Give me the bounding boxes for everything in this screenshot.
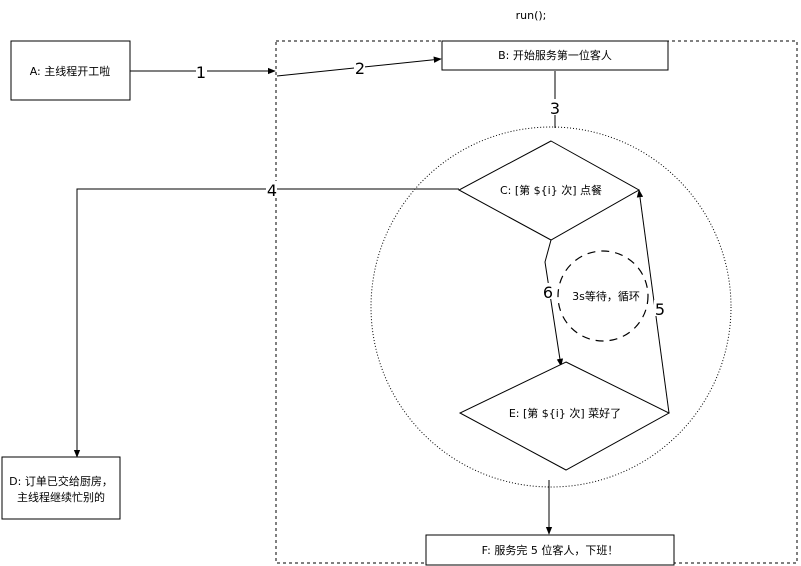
node-e bbox=[458, 361, 671, 471]
node-c-label: C: [第 ${i} 次] 点餐 bbox=[500, 183, 602, 197]
edge-6 bbox=[544, 239, 564, 367]
run-container bbox=[275, 40, 798, 564]
node-d-label-line1: D: 订单已交给厨房， bbox=[9, 474, 113, 488]
edge-2-label-bg bbox=[354, 59, 365, 75]
node-c bbox=[457, 140, 641, 241]
edge-2-label: 2 bbox=[355, 59, 365, 78]
node-e-label: E: [第 ${i} 次] 菜好了 bbox=[509, 406, 621, 420]
edge-4-label: 4 bbox=[267, 181, 277, 200]
edge-4 bbox=[73, 188, 459, 458]
wait-label: 3s等待，循环 bbox=[572, 289, 640, 303]
edge-5-label-bg bbox=[654, 300, 665, 316]
node-d-label-line2: 主线程继续忙别的 bbox=[17, 490, 105, 504]
edge-6-label: 6 bbox=[543, 283, 553, 302]
edge-1-label: 1 bbox=[196, 63, 206, 82]
node-f-label: F: 服务完 5 位客人，下班！ bbox=[482, 543, 619, 557]
edge-5-label: 5 bbox=[655, 300, 665, 319]
node-b bbox=[441, 40, 669, 71]
node-a bbox=[10, 40, 131, 101]
wait-circle bbox=[557, 250, 649, 342]
edge-1-label-bg bbox=[196, 63, 207, 79]
diagram-title: run(); bbox=[516, 9, 547, 22]
node-f bbox=[425, 534, 675, 566]
loop-circle bbox=[370, 126, 732, 488]
edge-6-label-bg bbox=[543, 283, 554, 299]
node-b-label: B: 开始服务第一位客人 bbox=[498, 48, 612, 62]
node-a-label: A: 主线程开工啦 bbox=[30, 64, 111, 78]
node-d bbox=[1, 456, 121, 520]
edge-3-label-bg bbox=[550, 99, 561, 115]
edge-4-label-bg bbox=[266, 181, 277, 197]
edge-3-label: 3 bbox=[550, 99, 560, 118]
